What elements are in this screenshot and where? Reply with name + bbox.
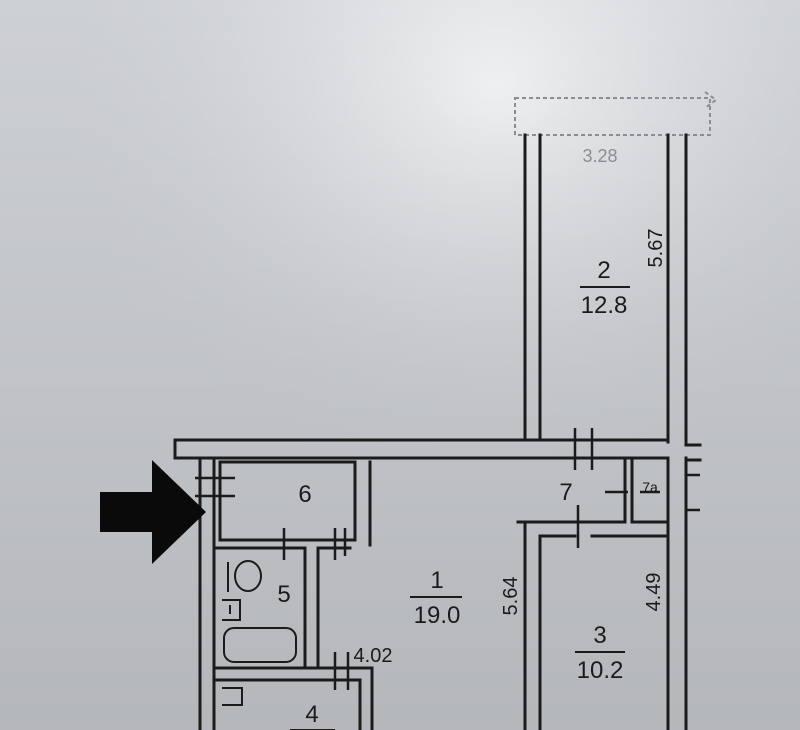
bathtub-fixture [223, 627, 297, 663]
dimension-room3-length: 4.49 [643, 573, 665, 612]
room-1-number: 1 [430, 567, 443, 594]
entrance-arrow-icon [100, 460, 206, 564]
dimension-balcony-width: 3.28 [582, 146, 617, 166]
sink-fixture [222, 599, 241, 621]
room4-fixture [222, 687, 243, 706]
room-7a-number: 7a [642, 479, 658, 495]
room-3-area: 10.2 [577, 657, 624, 684]
room-4-number: 4 [305, 701, 318, 728]
door-ticks [195, 428, 700, 690]
room-6-number: 6 [298, 481, 311, 508]
room-1-area: 19.0 [414, 602, 461, 629]
toilet-fixture [227, 560, 262, 592]
balcony-outline [514, 91, 718, 136]
dimension-room1-length: 5.64 [500, 577, 522, 616]
walls [173, 133, 702, 730]
room-2-area: 12.8 [581, 292, 628, 319]
room-5-number: 5 [277, 581, 290, 608]
room-2-number: 2 [597, 257, 610, 284]
dimension-room2-length: 5.67 [645, 229, 667, 268]
room-3-number: 3 [593, 622, 606, 649]
room-7-number: 7 [559, 479, 572, 506]
dimension-bath-width: 4.02 [354, 645, 393, 667]
